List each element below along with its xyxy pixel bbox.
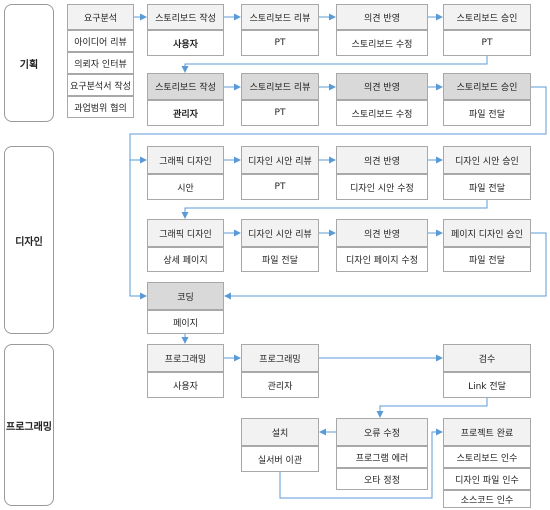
phase-label: 디자인 (15, 236, 43, 248)
storyboard-review-title: 스토리보드 리뷰 (241, 4, 319, 30)
inspection-sub: Link 전달 (443, 372, 531, 398)
bug-fix-item: 오타 정정 (336, 468, 428, 490)
graphic-design-title: 그래픽 디자인 (147, 219, 224, 247)
storyboard-review-sub: PT (241, 30, 319, 56)
design-review-sub: PT (241, 174, 319, 200)
programming-sub: 관리자 (241, 372, 319, 398)
design-review-title: 디자인 시안 리뷰 (241, 146, 319, 174)
design-review-title: 디자인 시안 리뷰 (241, 219, 319, 247)
storyboard-write-sub: 사용자 (147, 30, 224, 56)
inspection-title: 검수 (443, 344, 531, 372)
storyboard-write-sub: 관리자 (147, 100, 224, 126)
phase-programming: 프로그래밍 (4, 344, 54, 506)
feedback-sub: 스토리보드 수정 (336, 30, 428, 56)
programming-sub: 사용자 (147, 372, 224, 398)
phase-planning: 기획 (4, 4, 54, 122)
design-approve-title: 디자인 시안 승인 (443, 146, 531, 174)
graphic-design-sub: 상세 페이지 (147, 247, 224, 272)
coding-title: 코딩 (147, 282, 224, 310)
feedback-title: 의견 반영 (336, 73, 428, 100)
feedback-sub: 스토리보드 수정 (336, 100, 428, 126)
bug-fix-title: 오류 수정 (336, 418, 428, 446)
phase-design: 디자인 (4, 146, 54, 334)
requirements-item: 요구분석서 작성 (67, 74, 134, 96)
graphic-design-title: 그래픽 디자인 (147, 146, 224, 174)
phase-label: 프로그래밍 (6, 421, 52, 433)
page-design-approve-sub: 파일 전달 (443, 247, 531, 272)
coding-sub: 페이지 (147, 310, 224, 334)
feedback-title: 의견 반영 (336, 219, 428, 247)
install-title: 설치 (241, 418, 319, 446)
project-complete-item: 스토리보드 인수 (443, 446, 531, 468)
storyboard-review-title: 스토리보드 리뷰 (241, 73, 319, 100)
storyboard-approve-title: 스토리보드 승인 (443, 73, 531, 100)
bug-fix-item: 프로그램 에러 (336, 446, 428, 468)
feedback-sub: 디자인 페이지 수정 (336, 247, 428, 272)
storyboard-write-title: 스토리보드 작성 (147, 4, 224, 30)
storyboard-approve-title: 스토리보드 승인 (443, 4, 531, 30)
requirements-item: 아이디어 리뷰 (67, 30, 134, 52)
project-complete-item: 소스코드 인수 (443, 490, 531, 508)
flow-lines (129, 13, 547, 499)
requirements-item: 과업범위 협의 (67, 96, 134, 118)
requirements-item: 의뢰자 인터뷰 (67, 52, 134, 74)
storyboard-approve-sub: PT (443, 30, 531, 56)
programming-title: 프로그래밍 (241, 344, 319, 372)
project-complete-item: 디자인 파일 인수 (443, 468, 531, 490)
programming-title: 프로그래밍 (147, 344, 224, 372)
phase-label: 기획 (19, 59, 39, 71)
design-approve-sub: 파일 전달 (443, 174, 531, 200)
install-sub: 실서버 이관 (241, 446, 319, 472)
requirements-title: 요구분석 (67, 4, 134, 30)
page-design-approve-title: 페이지 디자인 승인 (443, 219, 531, 247)
storyboard-write-title: 스토리보드 작성 (147, 73, 224, 100)
graphic-design-sub: 시안 (147, 174, 224, 200)
feedback-title: 의견 반영 (336, 4, 428, 30)
design-review-sub: 파일 전달 (241, 247, 319, 272)
storyboard-approve-sub: 파일 전달 (443, 100, 531, 126)
feedback-title: 의견 반영 (336, 146, 428, 174)
storyboard-review-sub: PT (241, 100, 319, 126)
project-complete-title: 프로젝트 완료 (443, 418, 531, 446)
feedback-sub: 디자인 시안 수정 (336, 174, 428, 200)
